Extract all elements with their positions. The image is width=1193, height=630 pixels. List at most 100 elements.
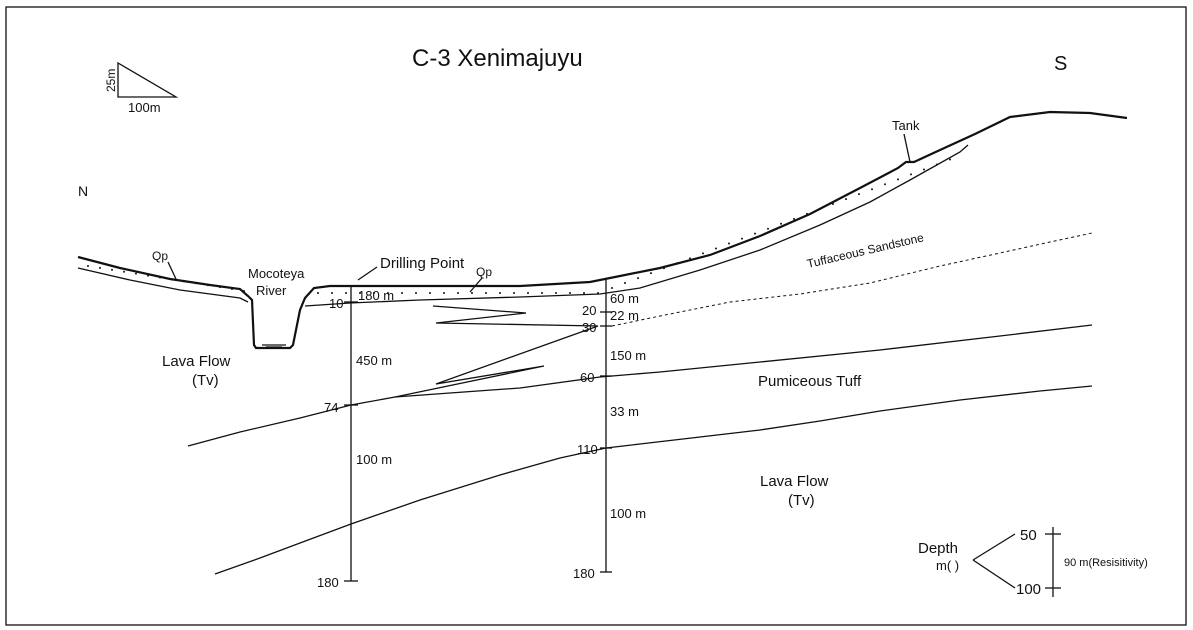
- stipple-dot: [702, 252, 704, 255]
- stipple-dot: [624, 282, 626, 285]
- legend-bottom-value: 100: [1016, 581, 1041, 598]
- stipple-dot: [767, 227, 769, 230]
- left-resistivity-1: 180 m: [358, 288, 394, 303]
- stipple-dot: [373, 292, 375, 294]
- stipple-dot: [793, 217, 795, 220]
- tank-label: Tank: [892, 118, 920, 133]
- right-resistivity-5: 100 m: [610, 506, 646, 521]
- stipple-dot: [541, 292, 543, 294]
- stipple-dot: [569, 292, 571, 294]
- legend-depth-line2: m( ): [936, 558, 959, 573]
- boundary-lava-lower: [214, 385, 1093, 575]
- stipple-dot: [443, 292, 445, 294]
- stipple-dot: [897, 178, 899, 181]
- stipple-dot: [527, 292, 529, 294]
- scale-vertical-label: 25m: [104, 69, 118, 92]
- stipple-dot: [159, 276, 161, 279]
- lava-flow-left-line2: (Tv): [192, 372, 219, 389]
- stipple-dot: [171, 278, 173, 281]
- scale-horizontal-label: 100m: [128, 100, 161, 115]
- scale-triangle: 25m 100m: [104, 61, 179, 115]
- stipple-dot: [195, 282, 197, 285]
- legend-resistivity-label: 90 m(Resisitivity): [1064, 557, 1148, 569]
- stipple-dot: [429, 292, 431, 294]
- stipple-dot: [806, 212, 808, 215]
- qp-deposit-base: [77, 144, 969, 307]
- drilling-point-label: Drilling Point: [380, 255, 465, 272]
- right-depth-60: 60: [580, 370, 594, 385]
- stipple-dot: [715, 247, 717, 250]
- stipple-dot: [457, 292, 459, 294]
- tuffaceous-sandstone-label: Tuffaceous Sandstone: [806, 230, 926, 271]
- qp-label-left: Qp: [152, 249, 168, 263]
- stipple-dot: [871, 188, 873, 191]
- river-water-mark: [262, 344, 286, 348]
- left-depth-10: 10: [329, 296, 343, 311]
- stipple-dot: [754, 232, 756, 235]
- ground-surface: [77, 110, 1128, 350]
- river-label-line1: Mocoteya: [248, 266, 305, 281]
- stipple-dot: [728, 242, 730, 245]
- stipple-dot: [597, 292, 599, 294]
- legend-depth-line1: Depth: [918, 540, 958, 557]
- stipple-dot: [845, 198, 847, 201]
- river-label-line2: River: [256, 283, 287, 298]
- right-resistivity-2: 22 m: [610, 308, 639, 323]
- pumiceous-tuff-label: Pumiceous Tuff: [758, 373, 862, 390]
- stipple-dot: [219, 286, 221, 289]
- left-resistivity-3: 100 m: [356, 452, 392, 467]
- qp-left-leader: [167, 261, 177, 280]
- boundary-lava-top: [187, 324, 1093, 447]
- figure-title: C-3 Xenimajuyu: [412, 45, 583, 72]
- stipple-dot: [183, 280, 185, 283]
- left-depth-74: 74: [324, 400, 338, 415]
- stipple-dot: [231, 288, 233, 291]
- stipple-dot: [415, 292, 417, 294]
- tank-leader: [903, 133, 911, 163]
- stipple-dot: [949, 158, 951, 161]
- stipple-dot: [111, 268, 113, 271]
- stipple-dot: [555, 292, 557, 294]
- stipple-dot: [611, 287, 613, 289]
- stipple-dot: [401, 292, 403, 294]
- stipple-dot: [331, 292, 333, 294]
- stipple-dot: [123, 270, 125, 273]
- stipple-dot: [499, 292, 501, 294]
- boundary-tuffaceous-sandstone: [611, 232, 1093, 327]
- right-resistivity-4: 33 m: [610, 404, 639, 419]
- stipple-dot: [884, 183, 886, 186]
- lava-flow-left-line1: Lava Flow: [162, 353, 231, 370]
- stipple-dot: [923, 168, 925, 171]
- stipple-dot: [471, 292, 473, 294]
- right-resistivity-1: 60 m: [610, 291, 639, 306]
- stipple-dot: [910, 173, 912, 176]
- left-resistivity-2: 450 m: [356, 353, 392, 368]
- stipple-dot: [135, 272, 137, 275]
- stipple-dot: [689, 257, 691, 260]
- left-depth-180: 180: [317, 575, 339, 590]
- qp-right-leader: [469, 277, 483, 293]
- stipple-dot: [359, 292, 361, 294]
- figure-frame: [5, 6, 1187, 626]
- stipple-dot: [485, 292, 487, 294]
- stipple-dot: [317, 292, 319, 294]
- stipple-dot: [147, 274, 149, 277]
- boundary-zigzag: [394, 305, 599, 398]
- stipple-dot: [663, 267, 665, 270]
- lava-flow-right-line2: (Tv): [788, 492, 815, 509]
- stipple-dot: [637, 277, 639, 280]
- right-resistivity-3: 150 m: [610, 348, 646, 363]
- stipple-dot: [741, 237, 743, 240]
- stipple-dot: [99, 266, 101, 269]
- qp-stipple: [87, 158, 951, 294]
- stipple-dot: [207, 284, 209, 287]
- right-depth-20: 20: [582, 303, 596, 318]
- stipple-dot: [583, 292, 585, 294]
- stipple-dot: [780, 222, 782, 225]
- stipple-dot: [858, 193, 860, 196]
- stipple-dot: [650, 272, 652, 275]
- right-depth-180: 180: [573, 566, 595, 581]
- north-direction-label: N: [78, 183, 88, 199]
